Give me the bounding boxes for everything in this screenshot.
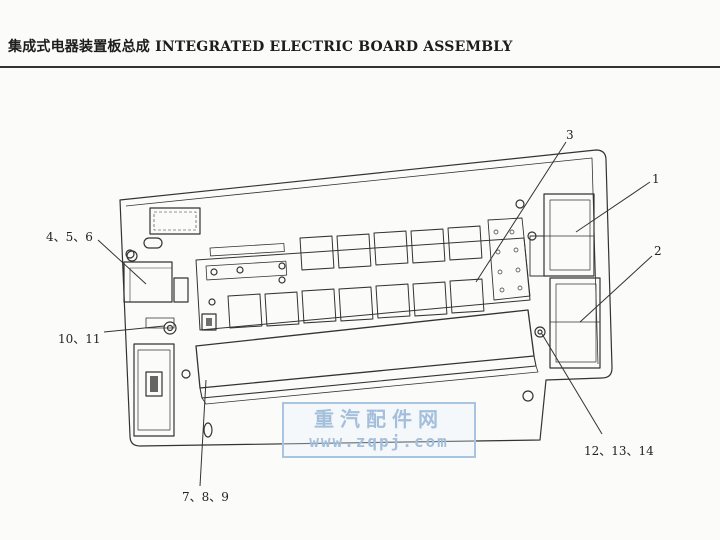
watermark-cn: 重汽配件网 [314,407,444,431]
mount-hole [125,249,135,259]
switch-panel [133,343,175,437]
callout-4-5-6: 4、5、6 [46,230,93,244]
oval-hole [203,422,213,438]
watermark: 重汽配件网 www.zqpj.com [282,402,476,458]
callout-12-13-14: 12、13、14 [584,444,654,458]
top-label-plate [149,207,201,235]
callout-3: 3 [566,128,574,142]
fuse-carrier-plate [195,237,531,331]
relay-row-bottom [227,278,485,329]
fuse-box-cover [195,309,535,389]
callout-1: 1 [652,172,660,186]
board-outline [119,149,613,447]
switch-window [145,371,163,397]
leader-lines [97,141,653,487]
terminal-strip [487,217,531,301]
title-divider [0,66,720,68]
callout-7-8-9: 7、8、9 [182,490,229,504]
right-bracket [529,235,545,277]
watermark-url: www.zqpj.com [309,432,449,451]
right-module-1 [543,193,595,277]
cover-screw [534,326,546,338]
callout-10-11: 10、11 [58,332,101,346]
small-connector [201,313,217,331]
board-inner-edge [125,157,599,365]
mount-hole [522,390,534,402]
callout-2: 2 [654,244,662,258]
mount-hole [515,199,525,209]
oval-slot [143,237,163,249]
left-mount-bracket [173,277,189,303]
mount-hole [181,369,191,379]
page-title: 集成式电器装置板总成 INTEGRATED ELECTRIC BOARD ASS… [8,39,513,55]
relay-row-top [299,225,483,271]
right-module-2 [549,277,601,369]
